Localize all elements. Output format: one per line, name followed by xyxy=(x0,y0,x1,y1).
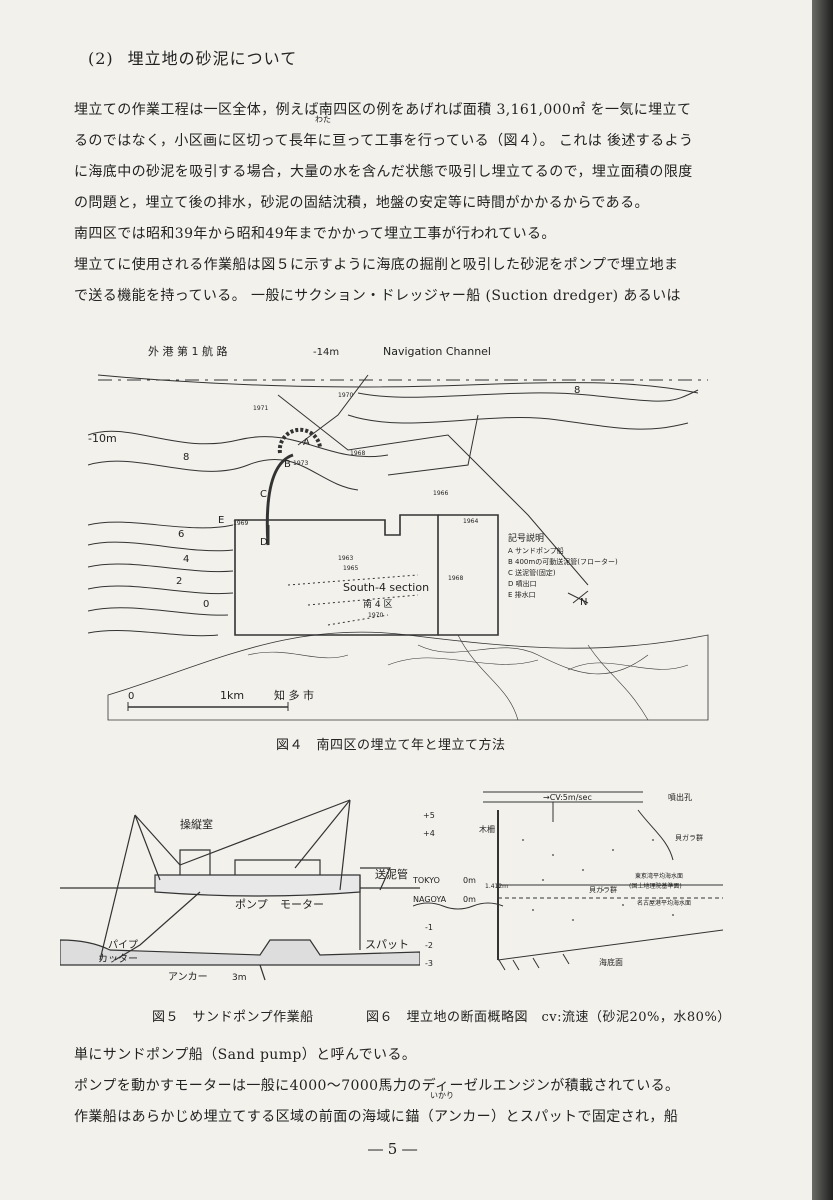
figure4-caption: 図４ 南四区の埋立て年と埋立て方法 xyxy=(276,738,506,753)
legend-item: D 噴出口 xyxy=(508,579,537,588)
year-label: 1964 xyxy=(463,518,478,525)
pump-label: ポンプ xyxy=(235,898,268,911)
ruby-wata: わた xyxy=(315,115,331,124)
tokyo-note: (国土地理院基準面) xyxy=(629,882,682,890)
tokyo-zero: 0m xyxy=(463,876,476,885)
fence-label: 木柵 xyxy=(479,824,495,834)
scale-mark: -2 xyxy=(425,941,433,950)
contour-label: 6 xyxy=(178,529,184,540)
legend-item: B 400mの可動送泥管(フローター) xyxy=(508,557,618,566)
tokyo-label: TOKYO xyxy=(413,876,440,885)
contour-label: 8 xyxy=(574,385,580,396)
motor-label: モーター xyxy=(280,898,324,911)
shells-label: 貝ガラ群 xyxy=(675,833,703,842)
contour-label: 2 xyxy=(176,576,182,587)
area-label-jp: 南 4 区 xyxy=(363,598,392,610)
nagoya-zero: 0m xyxy=(463,895,476,904)
point-label-c: C xyxy=(260,489,267,500)
year-label: 1963 xyxy=(338,555,353,562)
nagoya-note: 名古屋港平均海水面 xyxy=(637,899,691,907)
paragraph-line: の問題と，埋立て後の排水，砂泥の固結沈積，地盤の安定等に時間がかかるからである。 xyxy=(74,195,649,211)
contour-label: 8 xyxy=(183,452,189,463)
paragraph-line: 埋立ての作業工程は一区全体，例えば南四区の例をあげれば面積 3,161,000㎡… xyxy=(74,102,692,118)
paragraph-line: 埋立てに使用される作業船は図５に示すように海底の掘削と吸引した砂泥をポンプで埋立… xyxy=(74,257,679,273)
year-label: 1971 xyxy=(253,405,268,412)
paragraph-line: るのではなく，小区画に区切って長年に亘って工事を行っている（図４）。 これは 後… xyxy=(74,133,694,149)
legend-item: C 送泥管(固定) xyxy=(508,568,556,577)
figure5-ship-diagram: 操縦室 送泥管 ポンプ モーター スパット パイプ カッター アンカー 3m xyxy=(60,799,420,983)
section-heading: (2) 埋立地の砂泥について xyxy=(88,45,297,69)
figure6-section-diagram: →CV:5m/sec 噴出孔 木柵 貝ガラ群 貝ガラ群 TOKYO NAGOYA… xyxy=(413,791,724,971)
year-label: 1965 xyxy=(343,565,358,572)
ruby-ikari: いかり xyxy=(430,1091,454,1100)
outlet-label: 噴出孔 xyxy=(668,792,692,802)
document-page: (2) 埋立地の砂泥について 埋立ての作業工程は一区全体，例えば南四区の例をあげれ… xyxy=(0,0,812,1200)
paragraph-line: ポンプを動かすモーターは一般に4000〜7000馬力のディーゼルエンジンが積載さ… xyxy=(74,1078,680,1094)
scale-zero: 0 xyxy=(128,691,134,702)
channel-label-en: Navigation Channel xyxy=(383,345,491,358)
contour-label: 0 xyxy=(203,599,209,610)
place-label: 知 多 市 xyxy=(274,688,314,702)
page-edge xyxy=(812,0,833,1200)
scale-mark: -3 xyxy=(425,959,433,968)
anchor-label: アンカー xyxy=(168,971,208,983)
legend-item: A サンドポンプ船 xyxy=(508,546,564,555)
figure6-caption: 図６ 埋立地の断面概略図 cv:流速（砂泥20%，水80%） xyxy=(366,1010,731,1025)
point-label-b: B xyxy=(284,459,291,470)
point-label-e: E xyxy=(218,515,224,526)
contour-label: 4 xyxy=(183,554,189,565)
seabed-label: 海底面 xyxy=(599,957,623,967)
year-label: 1968 xyxy=(448,575,463,582)
pipe-label: パイプ xyxy=(108,939,138,951)
year-label: 1969 xyxy=(233,520,248,527)
channel-label-jp: 外 港 第 1 航 路 xyxy=(148,344,227,358)
legend-item: E 排水口 xyxy=(508,590,536,599)
legend-title: 記号説明 xyxy=(508,532,544,544)
area-label-en: South-4 section xyxy=(343,581,429,594)
scale-mark: +4 xyxy=(423,829,435,838)
sediment-dots xyxy=(522,839,674,921)
north-arrow-icon: N xyxy=(580,597,587,608)
year-label: 1973 xyxy=(293,460,308,467)
paragraph-line: 南四区では昭和39年から昭和49年までかかって埋立工事が行われている。 xyxy=(74,226,556,242)
contour-label: -10m xyxy=(88,432,117,445)
section-number: (2) xyxy=(88,49,114,68)
figure5-caption: 図５ サンドポンプ作業船 xyxy=(152,1010,314,1025)
scale-mark: +5 xyxy=(423,811,435,820)
depth-label: 3m xyxy=(232,973,247,983)
section-title: 埋立地の砂泥について xyxy=(127,49,298,68)
nagoya-label: NAGOYA xyxy=(413,895,447,904)
level-difference: 1.412m xyxy=(485,883,508,890)
spud-label: スパット xyxy=(365,938,409,951)
year-label: 1970 xyxy=(338,392,353,399)
tokyo-note: 東京湾平均海水面 xyxy=(635,872,683,880)
pipe-out-label: 送泥管 xyxy=(375,867,408,881)
year-label: 1968 xyxy=(350,450,365,457)
cabin-label: 操縦室 xyxy=(180,817,213,831)
point-label-a: A xyxy=(303,437,310,448)
scale-mark: -1 xyxy=(425,923,433,932)
cutter-label: カッター xyxy=(98,953,138,965)
paragraph-line: で送る機能を持っている。 一般にサクション・ドレッジャー船 (Suction d… xyxy=(74,288,681,304)
shells-label: 貝ガラ群 xyxy=(589,885,617,894)
paragraph-line: 作業船はあらかじめ埋立てする区域の前面の海域に錨（アンカー）とスパットで固定され… xyxy=(74,1109,679,1125)
paragraph-line: に海底中の砂泥を吸引する場合，大量の水を含んだ状態で吸引し埋立てるので，埋立面積… xyxy=(74,164,693,180)
year-label: 1966 xyxy=(433,490,448,497)
year-label: 1970 xyxy=(368,612,383,619)
figure4-map: 外 港 第 1 航 路 -14m Navigation Channel -10m… xyxy=(88,344,709,721)
depth-label: -14m xyxy=(313,347,339,358)
point-label-d: D xyxy=(260,537,268,548)
paragraph-line: 単にサンドポンプ船（Sand pump）と呼んでいる。 xyxy=(74,1047,417,1063)
scale-label: 1km xyxy=(220,689,244,702)
flow-label: →CV:5m/sec xyxy=(543,793,592,802)
page-number: ― 5 ― xyxy=(368,1140,418,1158)
